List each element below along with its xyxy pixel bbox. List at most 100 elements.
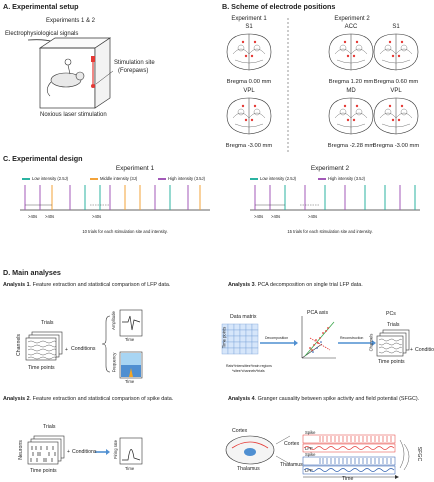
brain-slice: MD Bregma -2.28 mm (321, 88, 381, 149)
legend-item: Low intensity (2.5J) (22, 176, 68, 181)
legend-item: High intensity (3.5J) (158, 176, 205, 181)
legend-item: High intensity (3.5J) (318, 176, 365, 181)
exp2-b-label: Experiment 2 (334, 16, 370, 22)
exp1-b-label: Experiment 1 (231, 16, 267, 22)
cortex-label-brain: Cortex (232, 428, 248, 434)
svg-text:+: + (65, 347, 68, 353)
cortex-label: Cortex (284, 441, 300, 447)
stim-site-sub: (Forepaws) (118, 68, 149, 74)
decomposition-label: Decomposition (265, 336, 289, 340)
conditions-label-2: Conditions (72, 449, 97, 455)
signals-label: Electrophysiological signals (5, 31, 79, 37)
spike-label-2: Spike (305, 452, 316, 457)
legend-item: Low intensity (2.5J) (250, 176, 296, 181)
time-label-fr: Time (125, 466, 135, 471)
matrix-cell (251, 347, 259, 355)
trials-label-3: Trials (387, 322, 400, 328)
slice-bregma-label: Bregma 1.20 mm (328, 79, 374, 85)
trials-label-1: Trials (41, 320, 54, 326)
brain-slice-icon (226, 97, 272, 135)
legend-label: Low intensity (2.5J) (32, 176, 69, 181)
slice-region-label: S1 (392, 24, 400, 30)
time-label-freq: Time (125, 379, 135, 384)
legend-swatch (22, 178, 30, 180)
analysis4-heading: Analysis 4. Granger causality between sp… (228, 396, 420, 402)
interval-2b: >40s (271, 214, 281, 219)
lfp-label-1: LFP (305, 446, 313, 451)
legend-label: High intensity (3.5J) (328, 176, 366, 181)
brain-slice: VPL Bregma -3.00 mm (219, 88, 279, 149)
brain-slice-icon (328, 97, 374, 135)
brain-slice-icon (373, 33, 419, 71)
interval-1a: >40s (28, 214, 38, 219)
legend-swatch (158, 178, 166, 180)
brain-slice: VPL Bregma -3.00 mm (366, 88, 426, 149)
legend-item: Middle intensity (3J) (90, 176, 137, 181)
slice-bregma-label: Bregma 0.00 mm (226, 79, 272, 85)
analysis1-heading: Analysis 1. Feature extraction and stati… (3, 282, 171, 288)
pcs-label: PCs (386, 311, 396, 317)
time-points-label-1: Time points (28, 365, 55, 371)
interval-2c: >40s (308, 214, 318, 219)
conditions-label-3: Conditions (415, 347, 434, 353)
slice-region-label: VPL (390, 88, 402, 94)
time-label-amp: Time (125, 337, 135, 342)
svg-text:+: + (410, 347, 413, 353)
brain-slice: ACC Bregma 1.20 mm (321, 24, 381, 85)
slice-region-label: ACC (344, 24, 358, 30)
data-matrix-label: Data matrix (230, 314, 257, 320)
exp2-c-label: Experiment 2 (310, 165, 350, 172)
slice-bregma-label: Bregma 0.60 mm (373, 79, 419, 85)
rats-note: Rats*Intensities*brain regions (226, 364, 272, 368)
slice-region-label: MD (346, 88, 356, 94)
section-a-title: A. Experimental setup (3, 2, 79, 11)
stim-site-label: Stimulation site (114, 60, 155, 66)
reconstruction-label: Reconstruction (340, 336, 364, 340)
sfgc-label: SFGC (416, 446, 423, 462)
legend-label: High intensity (3.5J) (168, 176, 206, 181)
lfp-label-2: LFP (305, 468, 313, 473)
time-points-label-2: Time points (30, 468, 57, 474)
slice-bregma-label: Bregma -3.00 mm (372, 143, 420, 149)
slice-bregma-label: Bregma -3.00 mm (225, 143, 273, 149)
legend-swatch (250, 178, 258, 180)
analysis2-heading: Analysis 2. Feature extraction and stati… (3, 396, 174, 402)
legend-swatch (318, 178, 326, 180)
laser-label: Noxious laser stimulation (40, 112, 107, 118)
exp1-c-label: Experiment 1 (115, 165, 155, 172)
interval-2a: >40s (254, 214, 264, 219)
section-d-title: D. Main analyses (3, 268, 61, 277)
brain-slice-icon (226, 33, 272, 71)
trial-timeline (20, 185, 420, 211)
caption-exp2: 15 trials for each stimulation site and … (287, 229, 373, 234)
slice-region-label: VPL (243, 88, 255, 94)
interval-1b: >40s (45, 214, 55, 219)
caption-exp1: 10 trials for each stimulation site and … (82, 229, 168, 234)
legend-label: Low intensity (2.5J) (260, 176, 297, 181)
brain-slice-icon (373, 97, 419, 135)
svg-text:+: + (67, 449, 70, 455)
legend-swatch (90, 178, 98, 180)
experimental-setup-box (27, 37, 114, 109)
time-axis-label: Time (342, 476, 354, 482)
legend-label: Middle intensity (3J) (100, 176, 138, 181)
section-b-title: B. Scheme of electrode positions (222, 2, 336, 11)
conditions-label-1: Conditions (71, 346, 96, 352)
section-c-title: C. Experimental design (3, 154, 83, 163)
analysis3-heading: Analysis 3. PCA decomposition on single … (228, 282, 363, 288)
thalamus-label: Thalamus (280, 462, 303, 468)
thalamus-label-brain: Thalamus (237, 466, 260, 472)
rats-note-2: *sites*channels*trials (232, 369, 265, 373)
slice-region-label: S1 (245, 24, 253, 30)
slice-bregma-label: Bregma -2.28 mm (327, 143, 375, 149)
spike-label-1: Spike (305, 430, 316, 435)
time-points-label-4: Time points (378, 359, 405, 365)
interval-1c: >40s (92, 214, 102, 219)
pca-axis-label: PCA axis (307, 310, 329, 316)
